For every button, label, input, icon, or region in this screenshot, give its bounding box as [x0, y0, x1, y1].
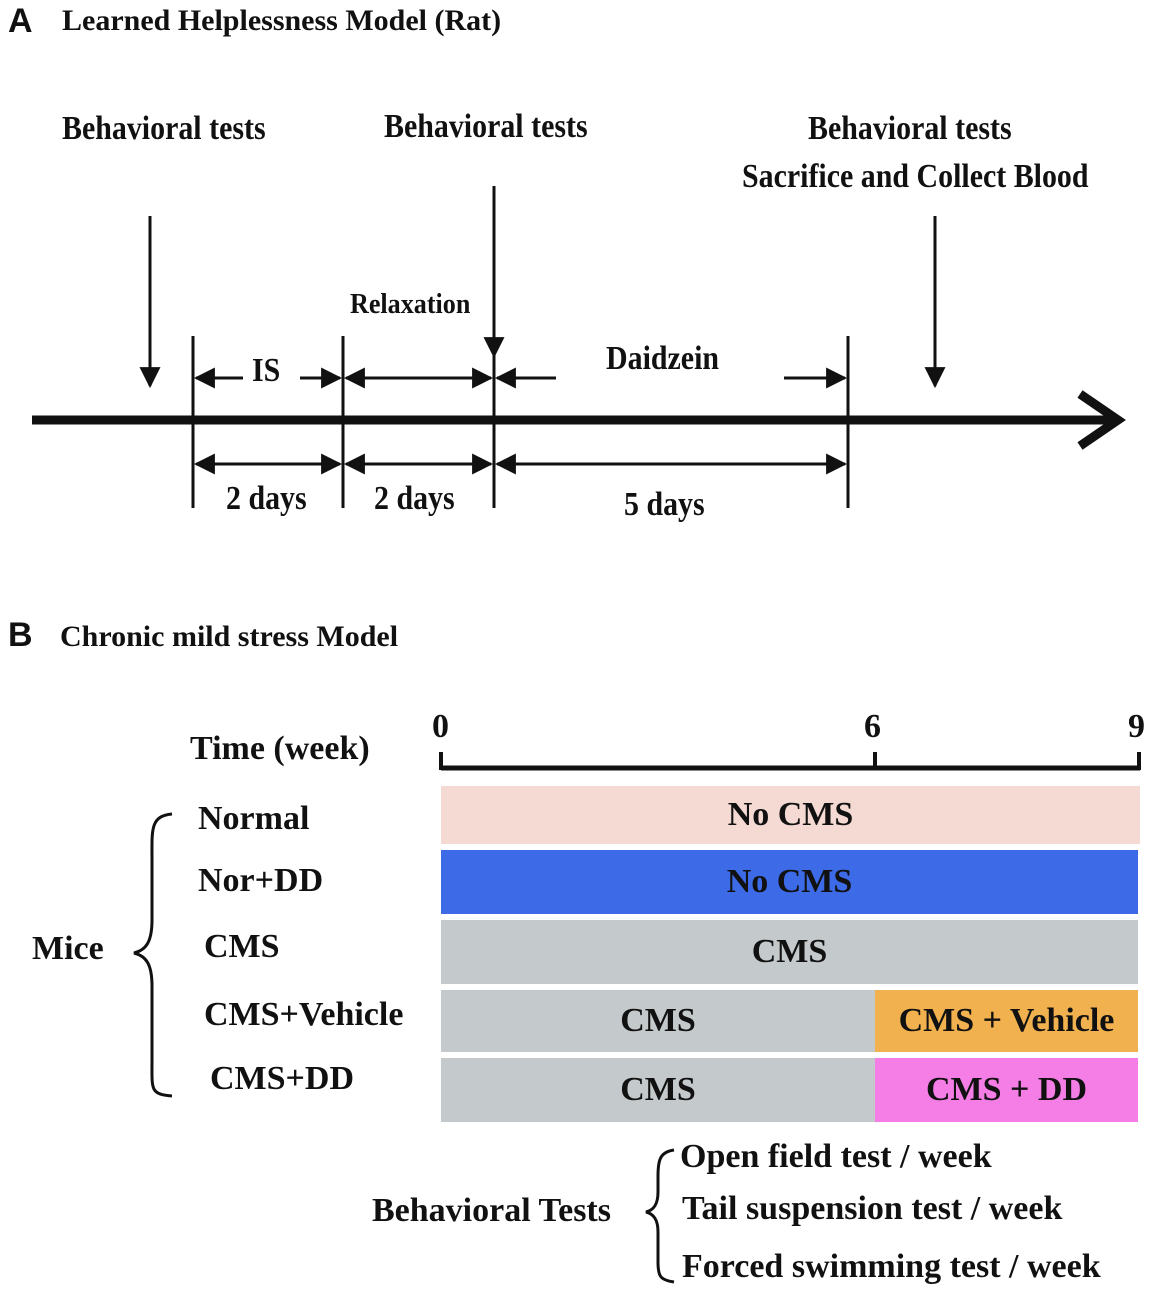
panel-b-letter: B — [8, 616, 33, 654]
bar-text: CMS + Vehicle — [898, 1002, 1115, 1039]
row-label-normal: Normal — [198, 800, 310, 837]
behavioral-test-open-field: Open field test / week — [680, 1138, 992, 1175]
mice-group-label: Mice — [32, 930, 104, 967]
bar-cms-vehicle-cms: CMS — [441, 990, 875, 1052]
bar-nor-dd-no-cms: No CMS — [441, 850, 1138, 914]
bar-cms: CMS — [441, 920, 1138, 984]
timeline-a-graphic — [32, 186, 1126, 508]
panel-a-letter: A — [8, 2, 33, 40]
event-label-behavioral-tests-3: Behavioral tests — [808, 110, 1012, 147]
behavioral-tests-brace — [645, 1148, 675, 1284]
phase-label-is: IS — [252, 352, 281, 389]
event-label-behavioral-tests-2: Behavioral tests — [384, 108, 588, 145]
event-label-sacrifice-collect-blood: Sacrifice and Collect Blood — [742, 158, 1089, 195]
bar-text: CMS — [620, 1002, 696, 1039]
bar-text: No CMS — [726, 863, 853, 900]
tick-label-0: 0 — [432, 708, 449, 745]
tick-label-6: 6 — [864, 708, 881, 745]
row-label-cms-vehicle: CMS+Vehicle — [204, 996, 404, 1033]
phase-label-relaxation: Relaxation — [350, 288, 471, 320]
behavioral-tests-label: Behavioral Tests — [372, 1192, 611, 1229]
bar-text: CMS — [620, 1071, 696, 1108]
phase-label-daidzein: Daidzein — [606, 340, 720, 377]
behavioral-test-forced-swimming: Forced swimming test / week — [682, 1248, 1101, 1285]
duration-label-daidzein: 5 days — [624, 486, 705, 523]
bar-text: No CMS — [727, 796, 854, 833]
row-label-cms-dd: CMS+DD — [210, 1060, 355, 1097]
bar-normal-no-cms: No CMS — [441, 786, 1140, 844]
duration-label-is: 2 days — [226, 480, 307, 517]
row-label-nor-dd: Nor+DD — [198, 862, 324, 899]
bar-cms-dd-cms: CMS — [441, 1058, 875, 1122]
time-axis-label: Time (week) — [190, 730, 370, 767]
mice-brace — [133, 812, 173, 1098]
behavioral-test-tail-suspension: Tail suspension test / week — [682, 1190, 1063, 1227]
bar-cms-vehicle-treatment: CMS + Vehicle — [875, 990, 1138, 1052]
duration-label-relaxation: 2 days — [374, 480, 455, 517]
panel-a-title: Learned Helplessness Model (Rat) — [62, 4, 502, 37]
bar-text: CMS — [751, 933, 828, 970]
main-timeline-arrowhead — [1077, 390, 1126, 450]
row-label-cms: CMS — [204, 928, 280, 965]
panel-b-title: Chronic mild stress Model — [60, 620, 399, 653]
bar-text: CMS + DD — [925, 1071, 1088, 1108]
event-label-behavioral-tests-1: Behavioral tests — [62, 110, 266, 147]
tick-label-9: 9 — [1128, 708, 1145, 745]
bar-cms-dd-treatment: CMS + DD — [875, 1058, 1138, 1122]
